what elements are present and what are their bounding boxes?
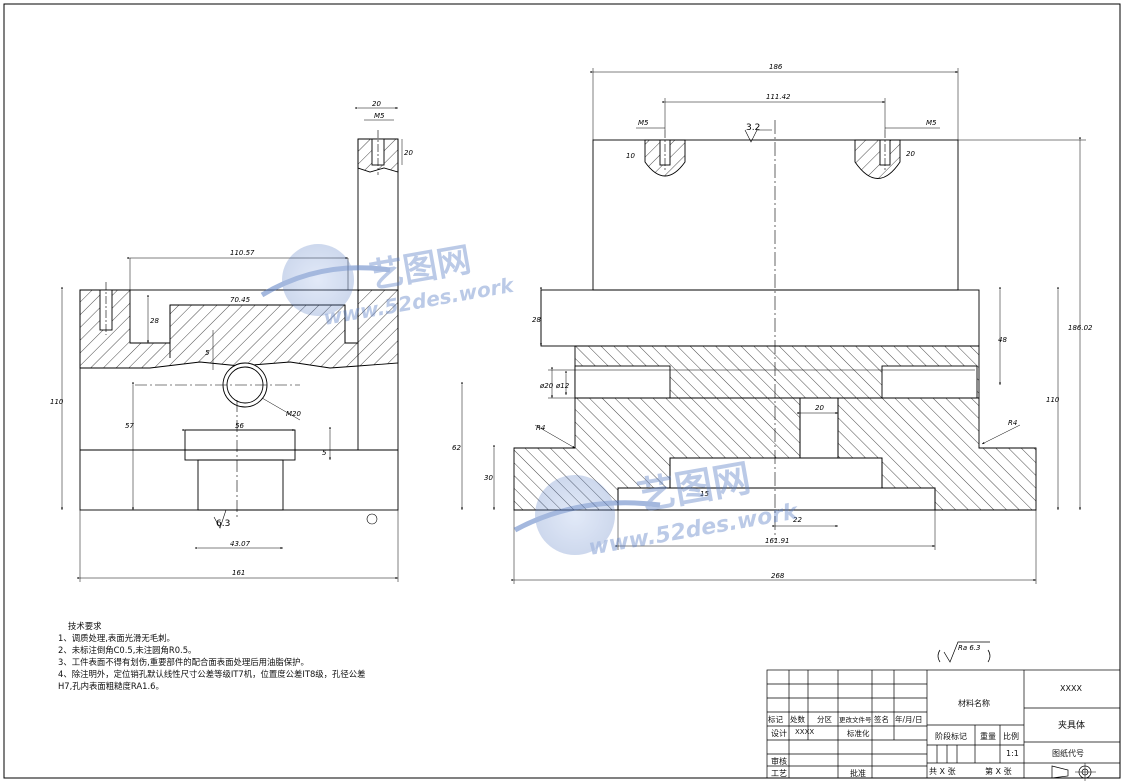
tb-mark: 标记 xyxy=(768,715,783,724)
sheet-border xyxy=(3,3,1121,779)
roughness-right-top: 3.2 xyxy=(746,123,760,133)
tb-scale-val: 1:1 xyxy=(1006,749,1019,758)
tb-change-doc: 更改文件号 xyxy=(839,716,872,724)
tb-count: 处数 xyxy=(790,715,805,724)
dim-right-m-left: M5 xyxy=(638,119,649,127)
tb-material: 材料名称 xyxy=(958,699,990,708)
dim-right-phi12: ø12 xyxy=(555,382,570,390)
tb-process: 工艺 xyxy=(771,769,787,778)
dim-right-22: 22 xyxy=(793,516,802,524)
dim-left-inner: 70.45 xyxy=(230,296,251,304)
technical-notes: 技术要求 1、调质处理,表面光滑无毛刺。 2、未标注倒角C0.5,未注圆角R0.… xyxy=(58,620,438,692)
dim-right-m-right: M5 xyxy=(926,119,937,127)
title-block xyxy=(766,669,1121,781)
tb-zone: 分区 xyxy=(817,715,832,724)
dim-left-height-mid: 57 xyxy=(125,422,134,430)
dim-right-30: 30 xyxy=(484,474,493,482)
dim-left-hole-depth: 20 xyxy=(404,149,413,157)
dim-left-height-total: 110 xyxy=(50,398,64,406)
dim-right-268: 268 xyxy=(771,572,785,580)
roughness-note xyxy=(937,641,991,663)
dim-right-holes-span: 111.42 xyxy=(766,93,791,101)
tb-review: 审核 xyxy=(771,757,787,766)
dim-left-top-width: 20 xyxy=(372,100,381,108)
tb-drawing-no: 图纸代号 xyxy=(1052,749,1084,758)
tb-design-val: XXXX xyxy=(795,728,815,736)
dim-left-v5: 5 xyxy=(205,349,210,357)
dim-left-hole-m: M5 xyxy=(374,112,385,120)
dim-left-span: 110.57 xyxy=(230,249,255,257)
roughness-left: 6.3 xyxy=(216,519,230,529)
dim-right-110: 110 xyxy=(1046,396,1060,404)
tb-weight: 重量 xyxy=(980,732,996,741)
tb-design: 设计 xyxy=(771,729,787,738)
tb-stage-mark: 阶段标记 xyxy=(935,732,967,741)
tb-date: 年/月/日 xyxy=(895,715,923,724)
dim-left-base-w: 43.07 xyxy=(230,540,251,548)
tb-drawing-title: XXXX xyxy=(1060,684,1082,693)
dim-right-r4-left: R4 xyxy=(536,424,545,432)
tb-sheet-no: 第 X 张 xyxy=(985,767,1012,776)
note-item-2: 2、未标注倒角C0.5,未注圆角R0.5。 xyxy=(58,645,197,655)
dim-left-thread: M20 xyxy=(286,410,301,418)
tb-sign: 签名 xyxy=(874,715,889,724)
left-view xyxy=(61,107,403,582)
watermark-top: 艺图网 www.52des.work xyxy=(260,240,517,330)
tb-part-name: 夹具体 xyxy=(1058,721,1086,731)
dim-right-step: 28 xyxy=(532,316,541,324)
notes-title: 技术要求 xyxy=(68,621,102,631)
dim-right-62: 62 xyxy=(452,444,461,452)
dim-left-step: 28 xyxy=(150,317,159,325)
watermark-logo-icon xyxy=(260,244,391,316)
right-view-dimensions: 186 111.42 M5 M5 10 20 3.2 28 48 ø20 ø12… xyxy=(452,63,1093,580)
watermark-logo-icon-2 xyxy=(513,475,661,555)
dim-right-15: 15 xyxy=(700,490,709,498)
dim-right-top: 186 xyxy=(769,63,783,71)
dim-right-r4-right: R4 xyxy=(1008,419,1017,427)
dim-left-boss-h: 5 xyxy=(322,449,327,457)
note-item-3: 3、工件表面不得有划伤,重要部件的配合面表面处理后用油脂保护。 xyxy=(58,657,309,667)
tb-scale: 比例 xyxy=(1003,732,1019,741)
dim-right-186: 186.02 xyxy=(1068,324,1093,332)
dim-right-depth-left: 10 xyxy=(626,152,635,160)
note-item-5: H7,孔内表面粗糙度RA1.6。 xyxy=(58,681,164,691)
tb-standardize: 标准化 xyxy=(847,729,870,738)
dim-right-48: 48 xyxy=(998,336,1007,344)
dim-right-phi20: ø20 xyxy=(539,382,554,390)
left-view-dimensions: 20 M5 20 110.57 70.45 28 5 M20 110 57 56… xyxy=(50,100,413,577)
dim-right-161: 161.91 xyxy=(765,537,790,545)
dim-right-depth-right: 20 xyxy=(906,150,915,158)
dim-right-20: 20 xyxy=(815,404,824,412)
note-item-4: 4、除注明外，定位销孔默认线性尺寸公差等级IT7机，位置度公差IT8级，孔径公差 xyxy=(58,669,366,679)
tb-approve: 批准 xyxy=(850,769,866,778)
note-item-1: 1、调质处理,表面光滑无毛刺。 xyxy=(58,633,175,643)
dim-left-boss: 56 xyxy=(235,422,244,430)
tb-total-sheets: 共 X 张 xyxy=(929,767,956,776)
dim-left-total-w: 161 xyxy=(232,569,245,577)
roughness-note-text: Ra 6.3 xyxy=(958,644,981,652)
